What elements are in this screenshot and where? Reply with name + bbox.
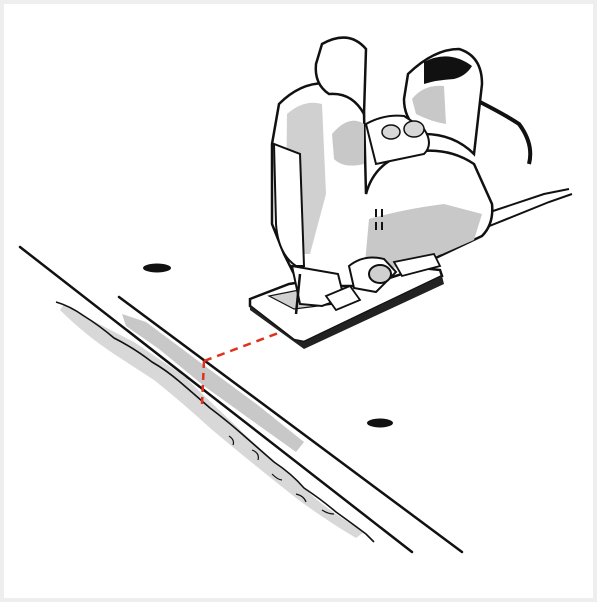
front-panel (274, 144, 304, 266)
bevel-knob (369, 265, 391, 283)
screw-hole-top (143, 264, 171, 273)
cord-top (474, 99, 530, 164)
power-cord (482, 189, 572, 229)
trigger-knob (404, 121, 424, 137)
trigger-button (382, 125, 400, 139)
jigsaw-illustration (4, 4, 597, 606)
screw-hole-bottom (367, 419, 393, 428)
jigsaw (250, 38, 492, 349)
cut-line-horizontal (204, 329, 289, 361)
